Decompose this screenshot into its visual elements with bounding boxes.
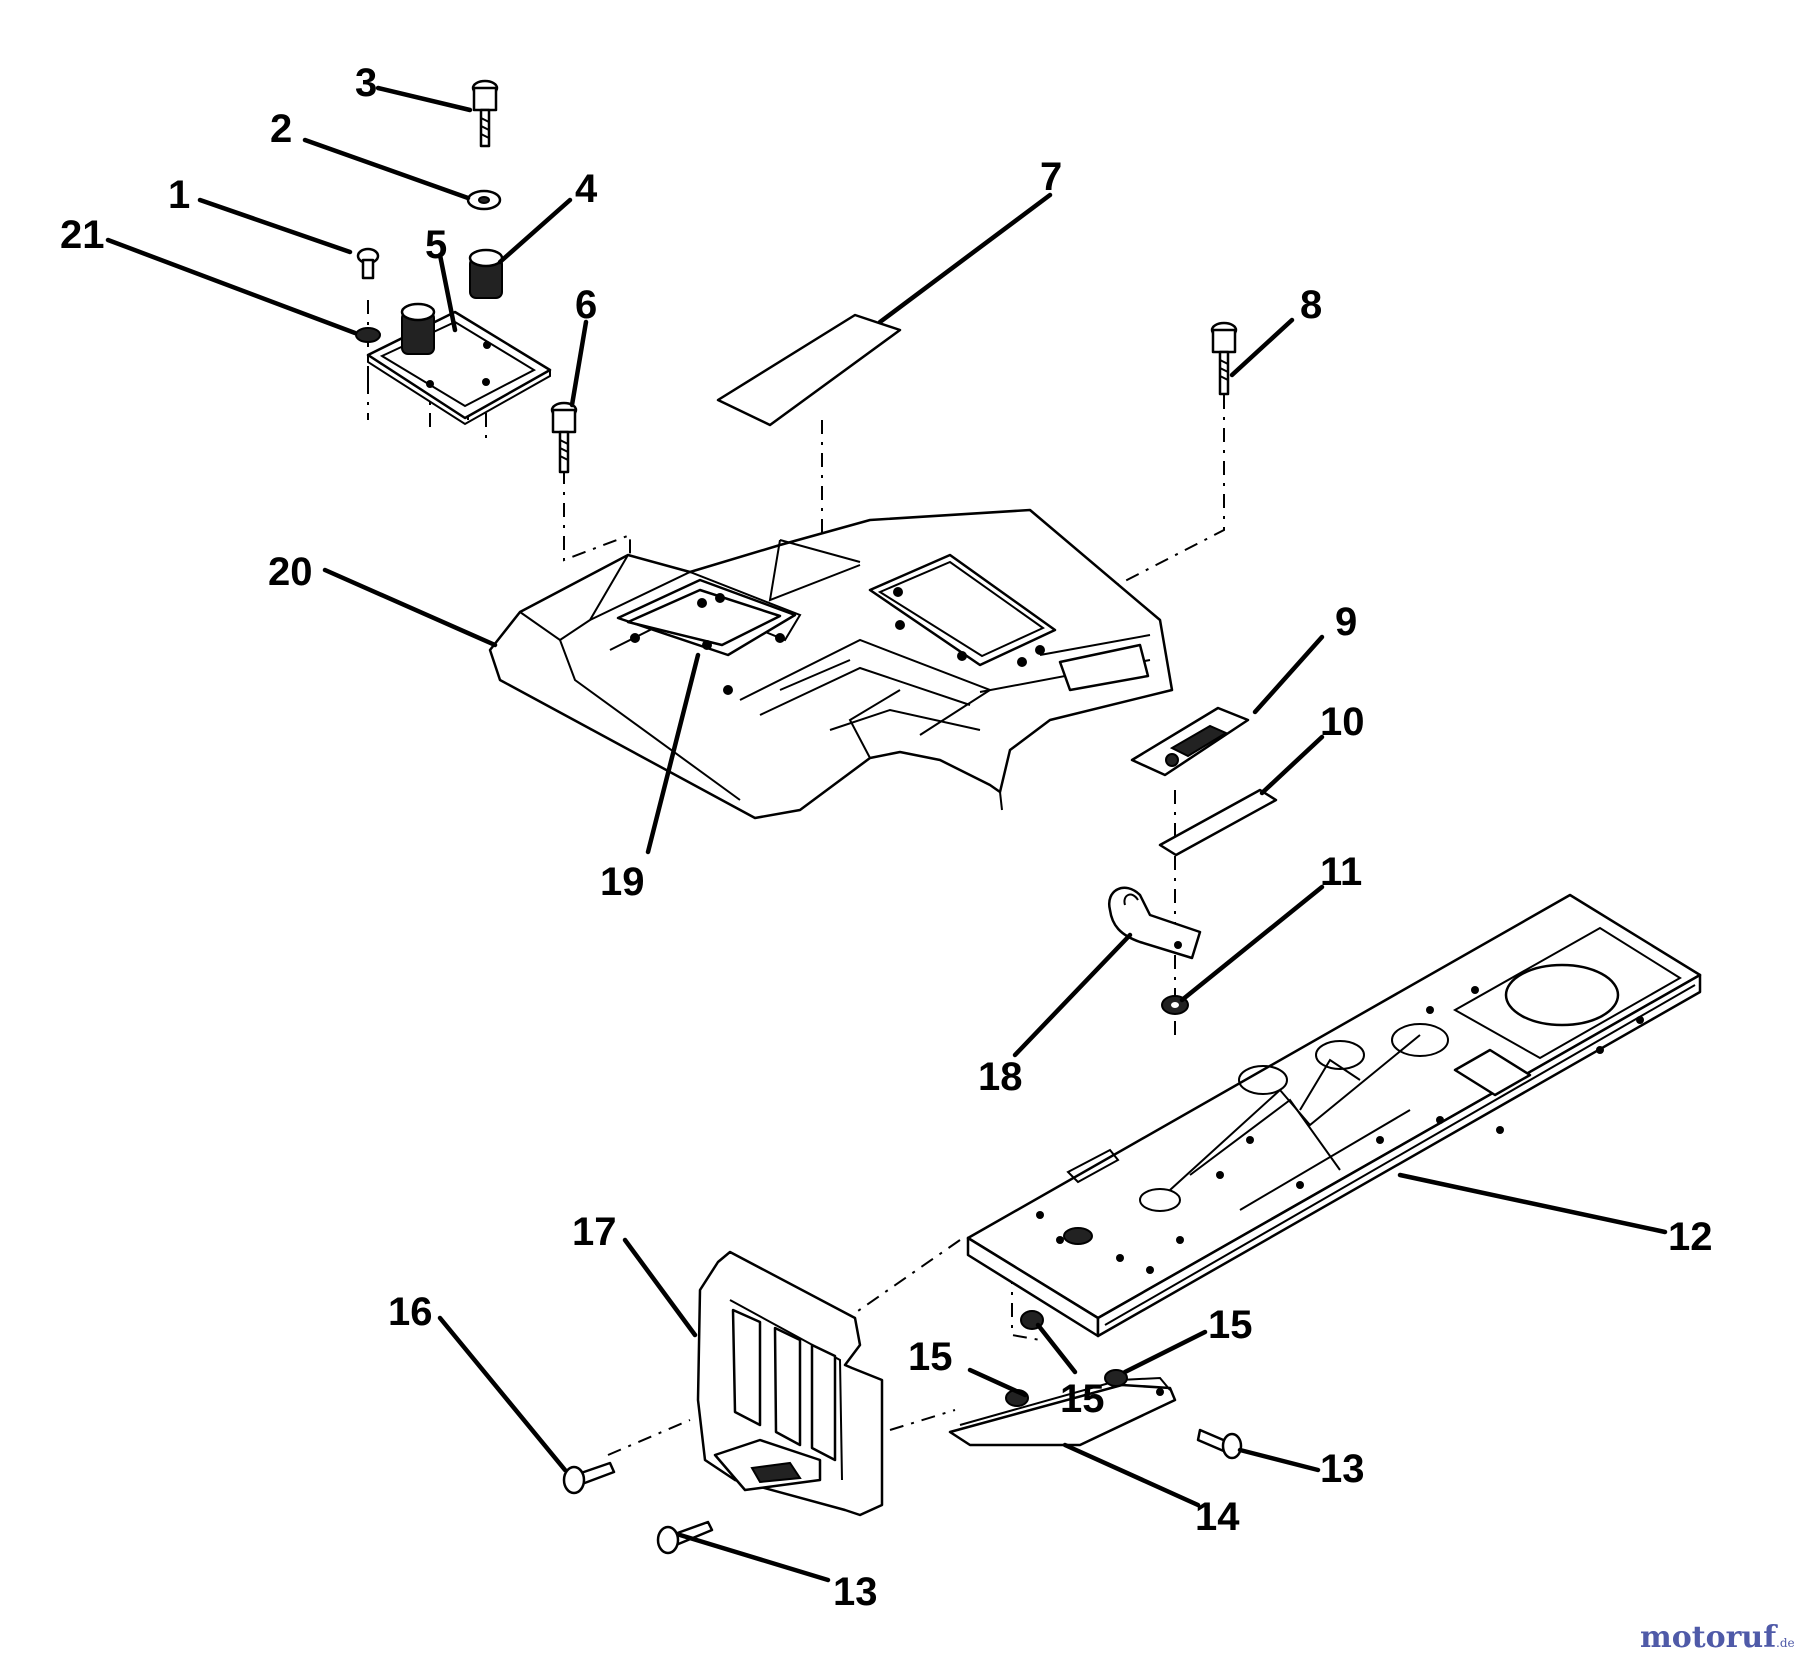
callout-8: 8	[1300, 283, 1322, 327]
spacer-4	[468, 248, 504, 299]
callout-labels: 1 2 3 4 5 6 7 8 9 10 11 12 13 13 14 15 1…	[60, 61, 1713, 1614]
bolt-6	[550, 401, 578, 474]
callout-7: 7	[1040, 155, 1062, 199]
callout-21: 21	[60, 213, 105, 257]
callout-13a: 13	[1320, 1447, 1365, 1491]
frame-rail	[966, 893, 1702, 1338]
leader-lines	[105, 85, 1668, 1583]
decal-plate	[716, 313, 902, 427]
watermark-logo: motoruf .de	[1640, 1620, 1795, 1655]
bolt-13-bottom	[656, 1520, 714, 1555]
callout-18: 18	[978, 1055, 1023, 1099]
bracket-plate	[366, 302, 552, 426]
callout-11: 11	[1320, 850, 1362, 894]
watermark-suffix: .de	[1776, 1636, 1795, 1650]
bolt-13-right	[1196, 1428, 1243, 1460]
callout-13b: 13	[833, 1570, 878, 1614]
callout-16: 16	[388, 1290, 433, 1334]
callout-3: 3	[355, 61, 377, 105]
callout-20: 20	[268, 550, 313, 594]
bolt-top	[471, 79, 499, 148]
watermark-brand: motoruf	[1640, 1620, 1778, 1655]
bolt-16	[562, 1461, 616, 1495]
callout-2: 2	[270, 107, 292, 151]
switch	[1130, 706, 1250, 777]
callout-5: 5	[425, 223, 447, 267]
callout-15c: 15	[1208, 1303, 1253, 1347]
callout-19: 19	[600, 860, 645, 904]
callout-10: 10	[1320, 700, 1365, 744]
switch-plate	[1158, 788, 1278, 857]
small-washer	[355, 327, 381, 343]
clamp	[1107, 886, 1202, 960]
callout-15a: 15	[908, 1335, 953, 1379]
fender-pan	[488, 508, 1174, 820]
callout-17: 17	[572, 1210, 617, 1254]
bolt-8	[1210, 321, 1238, 396]
callout-9: 9	[1335, 600, 1357, 644]
callout-15b: 15	[1060, 1377, 1105, 1421]
callout-12: 12	[1668, 1215, 1713, 1259]
callout-4: 4	[575, 167, 598, 211]
pin	[356, 247, 380, 280]
callout-6: 6	[575, 283, 597, 327]
callout-14: 14	[1195, 1495, 1240, 1539]
front-plate	[696, 1250, 884, 1517]
callout-1: 1	[168, 173, 190, 217]
